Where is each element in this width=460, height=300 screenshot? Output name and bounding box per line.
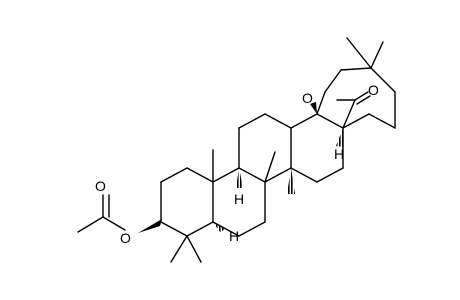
bond	[342, 113, 370, 129]
lactone-oxygen: O	[368, 82, 379, 98]
ester-oxygen: O	[120, 230, 131, 246]
hatched-bond	[213, 222, 226, 232]
bond	[316, 167, 344, 183]
ring-e	[316, 37, 396, 129]
bond	[186, 221, 214, 237]
bond	[212, 167, 240, 183]
ring-oxygen: O	[302, 90, 313, 106]
hatched-bond	[236, 168, 243, 188]
bond	[77, 216, 104, 233]
bond	[170, 235, 188, 263]
hydrogen-label: H	[229, 228, 239, 244]
wedge-bond	[310, 102, 317, 114]
bond	[370, 67, 396, 93]
bond	[290, 167, 318, 183]
bond	[238, 221, 266, 237]
hatched-bond	[336, 128, 344, 147]
bond	[160, 221, 188, 237]
bond	[264, 167, 292, 183]
bond	[238, 167, 266, 183]
bond	[316, 91, 326, 115]
bond	[342, 99, 356, 129]
bond	[160, 167, 188, 183]
bond	[354, 91, 369, 101]
hydrogen-label: H	[334, 146, 344, 162]
bond	[370, 41, 384, 69]
bond	[186, 167, 214, 183]
hatched-bond	[287, 168, 295, 194]
bond	[238, 113, 266, 129]
bond	[264, 113, 292, 129]
wedge-bond	[138, 219, 162, 233]
bond	[264, 151, 276, 183]
bond	[340, 67, 372, 71]
bond	[324, 69, 342, 93]
ring-a	[160, 149, 214, 263]
bond	[290, 113, 318, 129]
ring-b	[212, 167, 266, 237]
bond	[186, 235, 202, 263]
acetate-group: O O	[77, 178, 131, 246]
bond	[368, 113, 396, 129]
bond	[356, 95, 371, 105]
ring-c	[238, 113, 292, 183]
bond	[316, 113, 344, 129]
carbonyl-oxygen: O	[95, 178, 106, 194]
bond	[346, 37, 372, 69]
hydrogen-label: H	[234, 191, 244, 207]
bond	[102, 216, 126, 231]
